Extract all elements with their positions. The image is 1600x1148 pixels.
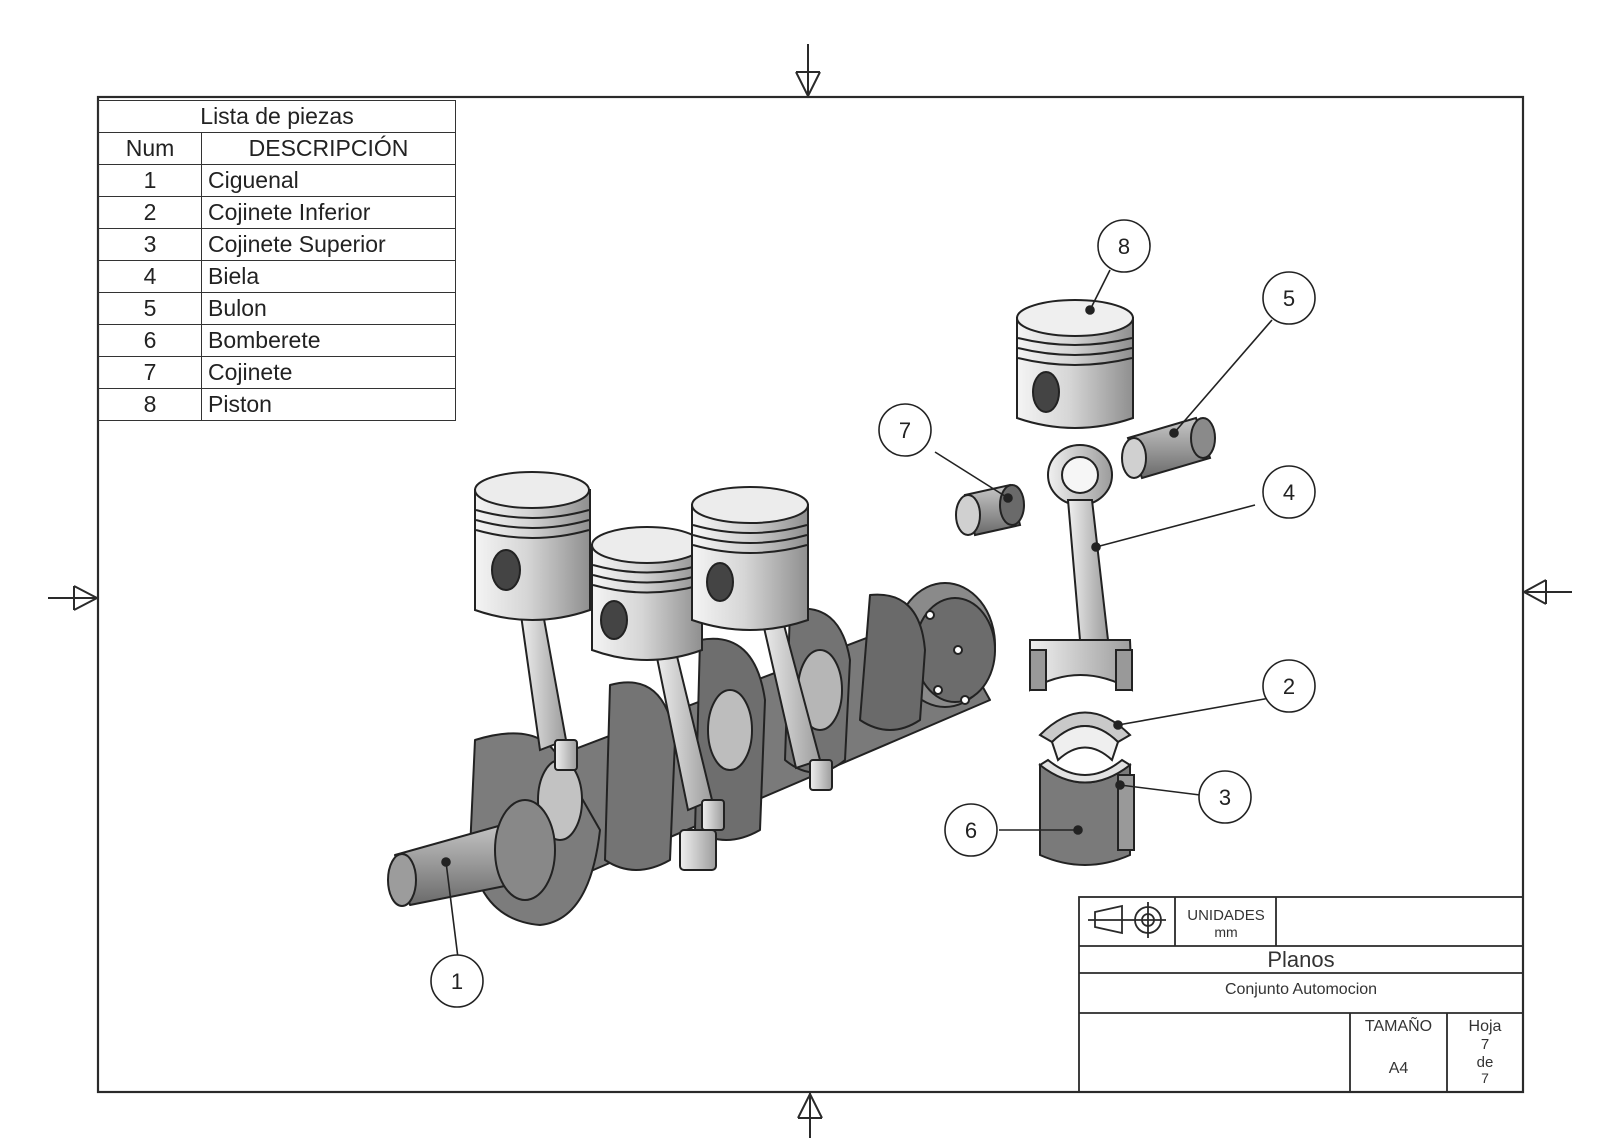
row-desc: Cojinete Superior [201, 228, 456, 261]
row-num: 6 [98, 324, 202, 357]
row-desc: Piston [201, 388, 456, 421]
balloon-label-7: 7 [899, 418, 911, 443]
row-num: 4 [98, 260, 202, 293]
projection-symbol-icon [1088, 902, 1166, 938]
assembly-rods [518, 607, 833, 871]
sheet-of: de [1476, 1054, 1494, 1071]
centering-mark-right [1521, 579, 1572, 605]
balloon-8 [1097, 219, 1151, 273]
title-block [1078, 896, 1524, 1093]
centering-mark-left [48, 585, 100, 611]
sheet-total: 7 [1481, 1070, 1489, 1086]
row-num: 1 [98, 164, 202, 197]
row-desc: Cojinete [201, 356, 456, 389]
sheet-label: Hoja [1468, 1018, 1502, 1035]
balloon-6 [944, 803, 998, 857]
header-description: DESCRIPCIÓN [201, 132, 456, 165]
leader-lines [441, 269, 1273, 959]
balloon-label-5: 5 [1283, 286, 1295, 311]
row-desc: Cojinete Inferior [201, 196, 456, 229]
exploded-cap [1038, 758, 1135, 866]
crankshaft-assembly [387, 582, 996, 926]
balloon-label-8: 8 [1118, 234, 1130, 259]
row-desc: Biela [201, 260, 456, 293]
balloon-label-2: 2 [1283, 674, 1295, 699]
assembly-pistons [474, 471, 809, 661]
row-num: 8 [98, 388, 202, 421]
balloon-label-6: 6 [965, 818, 977, 843]
sheet-number: 7 [1480, 1036, 1490, 1053]
exploded-pin [1121, 416, 1216, 480]
parts-list-title-row: Lista de piezas [98, 100, 456, 133]
balloon-5 [1262, 271, 1316, 325]
row-desc: Bomberete [201, 324, 456, 357]
balloon-label-3: 3 [1219, 785, 1231, 810]
exploded-bushing [955, 483, 1025, 537]
row-num: 2 [98, 196, 202, 229]
balloon-1 [430, 954, 484, 1008]
drawing-subtitle: Conjunto Automocion [1224, 981, 1378, 998]
balloon-label-4: 4 [1283, 480, 1295, 505]
size-value: A4 [1388, 1060, 1409, 1077]
row-num: 5 [98, 292, 202, 325]
balloon-7 [878, 403, 932, 457]
balloon-4 [1262, 465, 1316, 519]
row-desc: Bulon [201, 292, 456, 325]
centering-mark-top [795, 44, 821, 99]
header-num: Num [98, 132, 202, 165]
centering-mark-bottom [797, 1091, 823, 1138]
exploded-lower-bearing [1038, 711, 1132, 762]
balloon-label-1: 1 [451, 969, 463, 994]
balloon-3 [1198, 770, 1252, 824]
units-value: mm [1214, 924, 1238, 940]
units-label: UNIDADES [1187, 907, 1265, 924]
parts-list-title: Lista de piezas [98, 100, 456, 133]
drawing-title: Planos [1267, 947, 1335, 972]
row-desc: Ciguenal [201, 164, 456, 197]
exploded-piston [1016, 299, 1134, 429]
balloon-2 [1262, 659, 1316, 713]
row-num: 7 [98, 356, 202, 389]
row-num: 3 [98, 228, 202, 261]
size-label: TAMAÑO [1364, 1018, 1433, 1035]
parts-list-header-row: Num DESCRIPCIÓN [98, 132, 456, 165]
exploded-rod [1029, 444, 1134, 692]
